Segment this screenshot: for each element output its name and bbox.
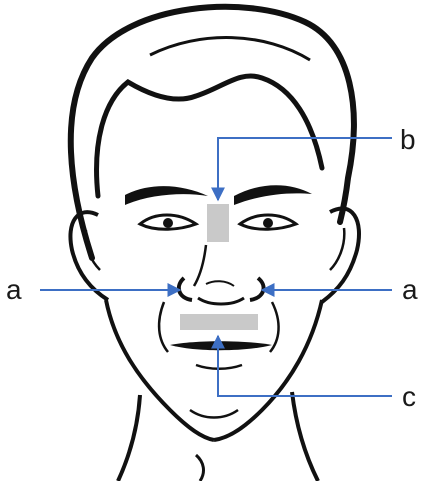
right-pupil: [263, 218, 273, 228]
right-ear-inner: [330, 228, 344, 270]
mouth: [170, 341, 272, 350]
left-nostril: [179, 278, 192, 300]
chin-line: [190, 410, 238, 418]
label-a-left: a: [6, 274, 22, 305]
hairline: [97, 76, 322, 196]
nose-ball: [206, 281, 234, 286]
label-b: b: [400, 124, 416, 155]
right-nostril: [250, 278, 264, 300]
right-cheek-line: [270, 302, 279, 352]
left-cheek-line: [159, 302, 168, 352]
right-neck: [292, 392, 318, 481]
adam-apple: [196, 455, 203, 481]
upper-lip-marker: [180, 314, 258, 330]
left-neck: [118, 395, 140, 481]
label-a-right: a: [402, 274, 418, 305]
nose-tip: [198, 298, 244, 304]
right-eyebrow: [234, 185, 312, 205]
left-eyebrow: [125, 186, 208, 205]
nose-bridge: [194, 245, 206, 286]
hair-strand: [150, 38, 310, 60]
left-pupil: [163, 218, 173, 228]
bridge-of-nose-marker: [207, 204, 229, 242]
label-c: c: [402, 381, 416, 412]
